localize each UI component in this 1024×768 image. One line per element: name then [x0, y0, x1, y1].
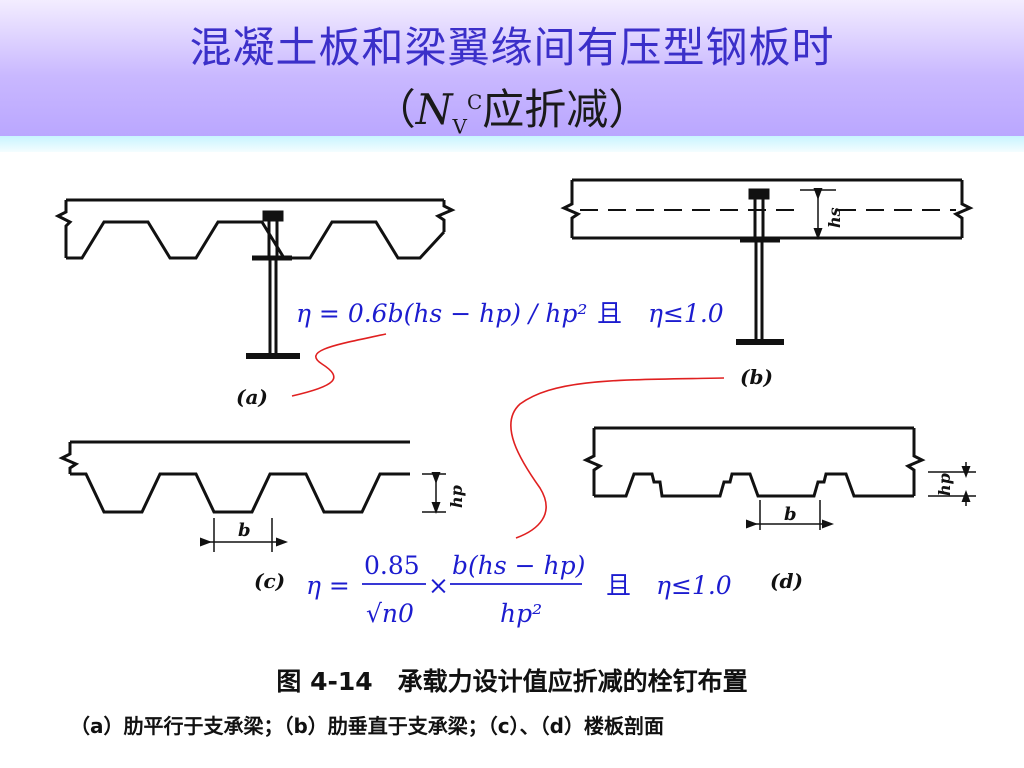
formula1-conj: 且 — [597, 299, 622, 328]
panel-d-drawing — [582, 426, 976, 530]
panel-c-drawing — [58, 440, 446, 552]
formula2-conj: 且 — [606, 571, 631, 600]
formula2-coef-num: 0.85 — [364, 551, 420, 580]
formula2-times: × — [428, 571, 449, 600]
callout-line-b — [510, 377, 725, 539]
panel-label-d: (d) — [770, 569, 803, 593]
figure-subcaption: （a）肋平行于支承梁；（b）肋垂直于支承梁；（c）、（d）楼板剖面 — [70, 714, 664, 738]
dim-label-b-c: b — [238, 520, 251, 541]
slide-title: 混凝土板和梁翼缘间有压型钢板时 — [189, 23, 835, 72]
subtitle-open-paren: （ — [373, 85, 416, 134]
dim-label-b-d: b — [784, 504, 797, 525]
formula2-frac-den: hp² — [500, 599, 542, 628]
panel-a-drawing — [54, 198, 456, 359]
formula2-frac-num: b(hs − hp) — [452, 551, 585, 580]
subtitle-text: 应折减） — [482, 85, 651, 134]
subtitle-symbol: N — [415, 85, 453, 134]
dim-label-hp-d: hp — [935, 473, 954, 496]
panel-label-a: (a) — [236, 385, 268, 409]
formula2-coef-den: √n0 — [366, 599, 414, 628]
figure-caption: 图 4-14 承载力设计值应折减的栓钉布置 — [276, 667, 748, 696]
subtitle-symbol-sup: C — [466, 90, 483, 114]
formula1-text: η = 0.6b(hs − hp) / hp² — [296, 299, 587, 328]
panel-b-drawing — [560, 178, 974, 345]
formula1-limit: η≤1.0 — [648, 299, 724, 328]
subtitle-symbol-sub: V — [452, 114, 467, 139]
title-band — [0, 0, 1024, 152]
formula2-lhs: η = — [306, 571, 350, 600]
title-accent-stripe — [0, 136, 1024, 152]
slide-subtitle: （NVC应折减） — [0, 76, 1024, 138]
panel-label-c: (c) — [254, 569, 285, 593]
dim-label-hp-c: hp — [447, 485, 466, 508]
panel-label-b: (b) — [740, 365, 773, 389]
formula2-limit: η≤1.0 — [656, 571, 732, 600]
dim-label-hs: hs — [825, 207, 844, 228]
callout-line-a — [291, 333, 387, 397]
